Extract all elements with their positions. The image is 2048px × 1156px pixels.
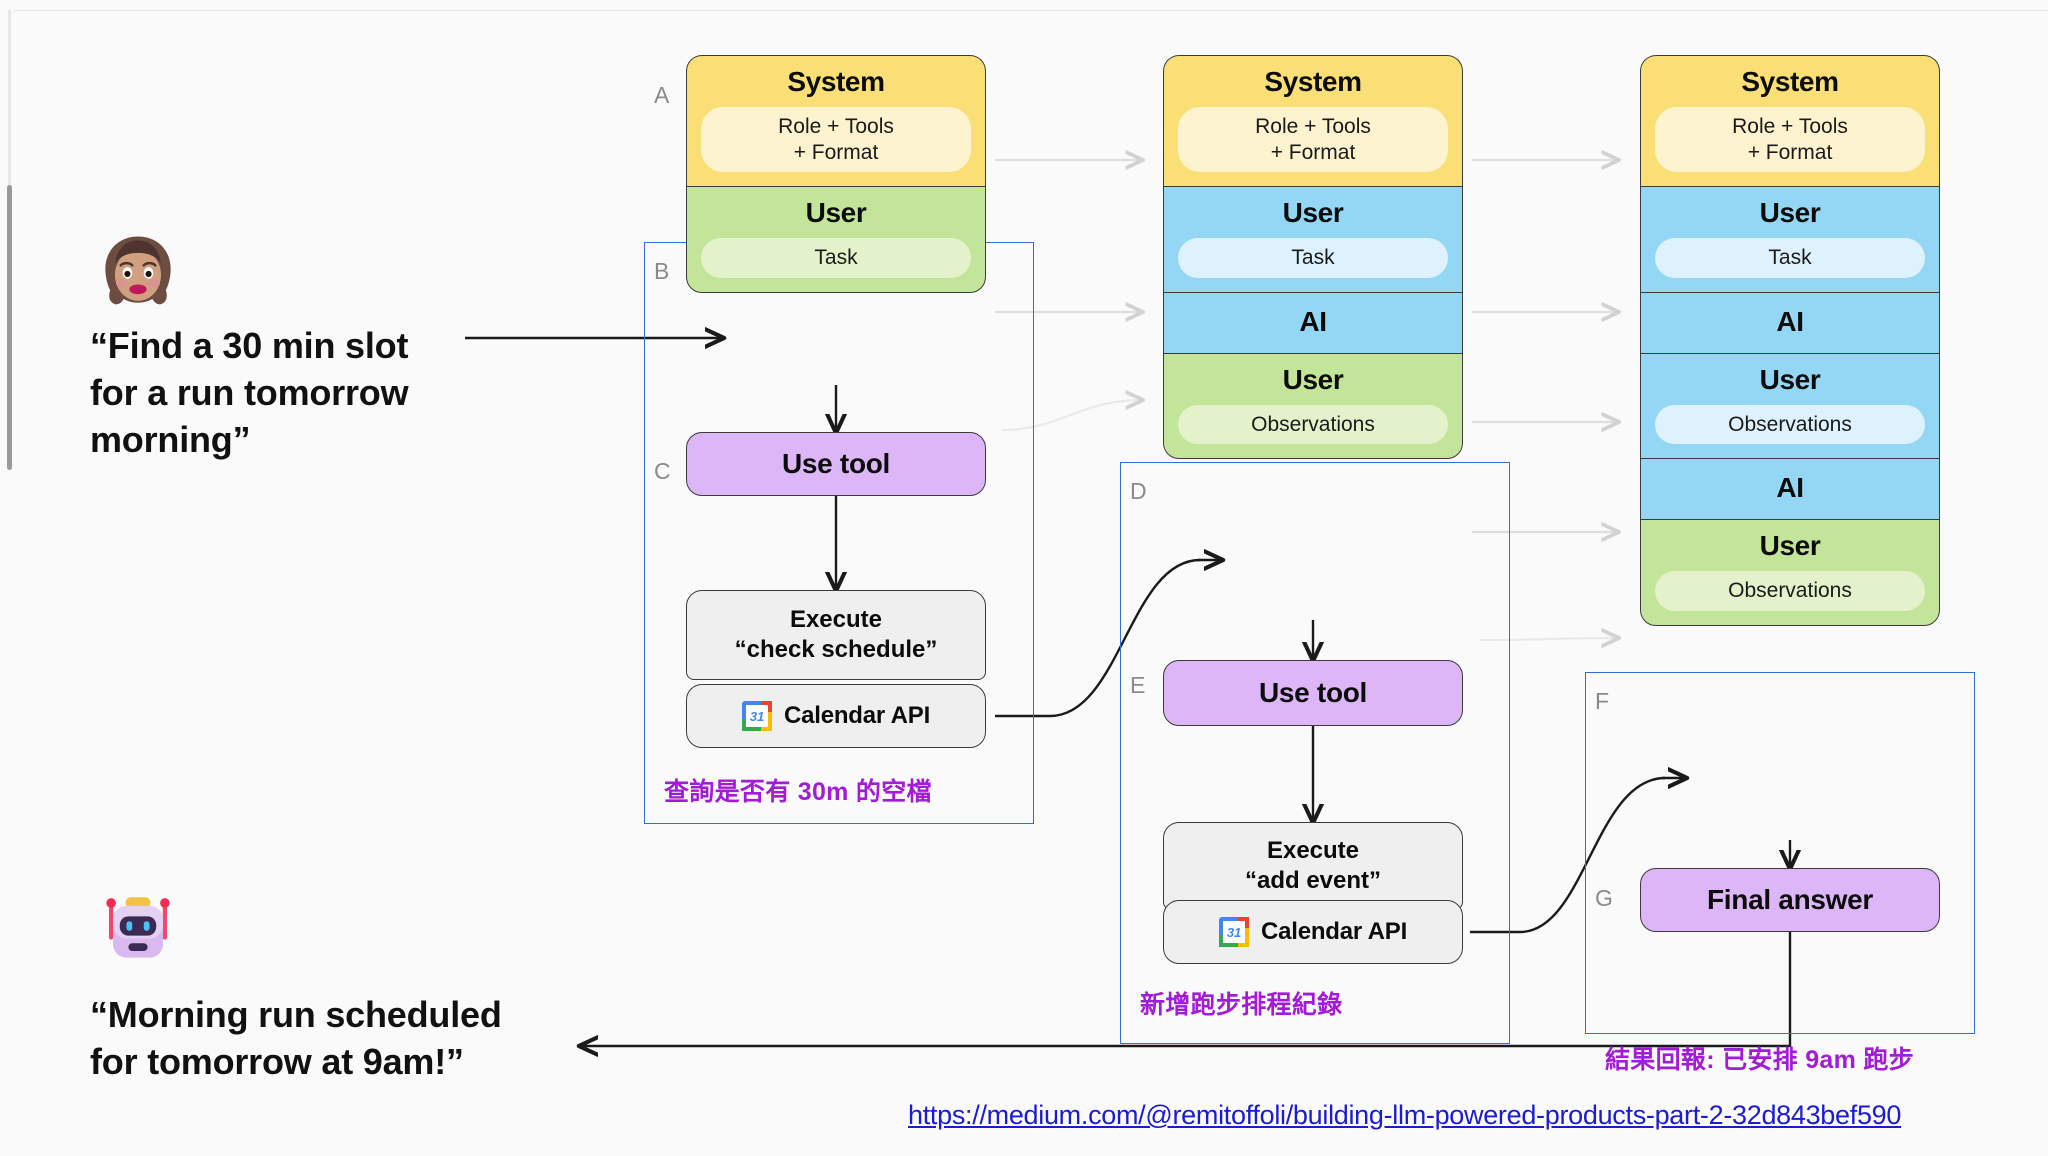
action-node-use-tool-turn-2[interactable]: Use tool [1163, 660, 1463, 726]
calendar-day-number: 31 [1222, 921, 1245, 943]
context-stack-turn-1: System Role + Tools + Format User Task [686, 55, 986, 293]
segment-user-observations: User Observations [1163, 352, 1463, 460]
context-stack-turn-2: System Role + Tools + Format User Task A… [1163, 55, 1463, 460]
annotation-turn-1: 查詢是否有 30m 的空檔 [664, 778, 932, 806]
segment-system: System Role + Tools + Format [1640, 55, 1940, 187]
segment-chip: Task [1655, 238, 1925, 278]
segment-chip: Observations [1655, 404, 1925, 445]
segment-role-label: User [805, 197, 867, 229]
segment-user-task-history: User Task [1163, 186, 1463, 292]
segment-role-label: AI [1776, 472, 1804, 504]
step-letter-f: F [1595, 688, 1610, 714]
assistant-quote: “Morning run scheduled for tomorrow at 9… [90, 992, 570, 1086]
segment-chip: Task [1178, 238, 1448, 278]
step-letter-a: A [654, 82, 670, 108]
segment-role-label: User [1759, 363, 1821, 395]
segment-chip: Role + Tools + Format [1655, 107, 1925, 173]
segment-system: System Role + Tools + Format [1163, 55, 1463, 187]
step-letter-d: D [1130, 478, 1147, 504]
source-link[interactable]: https://medium.com/@remitoffoli/building… [908, 1100, 1902, 1130]
assistant-avatar [90, 878, 186, 974]
user-quote: “Find a 30 min slot for a run tomorrow m… [90, 323, 490, 463]
step-letter-b: B [654, 258, 670, 284]
segment-chip: Role + Tools + Format [1178, 107, 1448, 173]
execute-node-turn-2: Execute “add event” [1163, 822, 1463, 910]
annotation-turn-3: 結果回報: 已安排 9am 跑步 [1605, 1046, 1914, 1074]
segment-user-task-history: User Task [1640, 186, 1940, 292]
user-avatar [90, 225, 186, 321]
user-quote-line-1: “Find a 30 min slot [90, 325, 409, 366]
scrollbar-track[interactable] [8, 10, 11, 185]
action-node-use-tool-turn-1[interactable]: Use tool [686, 432, 986, 496]
tool-node-turn-1[interactable]: 31 Calendar API [686, 684, 986, 748]
segment-role-label: AI [1299, 305, 1327, 337]
highlight-frame-turn-3 [1585, 672, 1975, 1034]
segment-user-task: User Task [686, 186, 986, 293]
google-calendar-icon: 31 [1218, 917, 1249, 947]
segment-role-label: System [1741, 66, 1839, 97]
segment-system: System Role + Tools + Format [686, 55, 986, 187]
segment-chip: Task [701, 238, 971, 278]
tool-node-label: Calendar API [783, 702, 931, 729]
tool-node-turn-2[interactable]: 31 Calendar API [1163, 900, 1463, 964]
annotation-turn-2: 新增跑步排程紀錄 [1140, 991, 1343, 1019]
user-quote-line-3: morning” [90, 418, 251, 460]
tool-node-label: Calendar API [1260, 918, 1408, 945]
segment-ai-history: AI [1640, 291, 1940, 353]
segment-chip: Role + Tools + Format [701, 107, 971, 173]
segment-role-label: System [787, 66, 885, 97]
top-divider [14, 10, 2048, 11]
segment-role-label: System [1264, 66, 1362, 97]
segment-role-label: User [1282, 363, 1344, 395]
action-node-final-answer[interactable]: Final answer [1640, 868, 1940, 932]
segment-user-observations-history: User Observations [1640, 352, 1940, 459]
execute-node-turn-1: Execute “check schedule” [686, 590, 986, 680]
segment-ai-history: AI [1640, 458, 1940, 520]
highlight-frame-turn-2 [1120, 462, 1510, 1044]
context-stack-turn-3: System Role + Tools + Format User Task A… [1640, 55, 1940, 627]
google-calendar-icon: 31 [741, 701, 772, 731]
segment-ai-history: AI [1163, 291, 1463, 353]
segment-role-label: User [1759, 197, 1821, 229]
segment-chip: Observations [1655, 571, 1925, 612]
assistant-quote-line-1: “Morning run scheduled [90, 994, 502, 1035]
segment-user-observations: User Observations [1640, 519, 1940, 627]
calendar-day-number: 31 [745, 705, 768, 727]
segment-role-label: User [1759, 530, 1821, 562]
user-quote-line-2: for a run tomorrow [90, 371, 409, 413]
segment-role-label: AI [1776, 305, 1804, 337]
scrollbar-thumb[interactable] [7, 185, 12, 470]
segment-role-label: User [1282, 197, 1344, 229]
step-letter-e: E [1130, 672, 1146, 698]
step-letter-c: C [654, 458, 671, 484]
step-letter-g: G [1595, 885, 1613, 911]
segment-chip: Observations [1178, 404, 1448, 445]
assistant-quote-line-2: for tomorrow at 9am!” [90, 1040, 464, 1082]
